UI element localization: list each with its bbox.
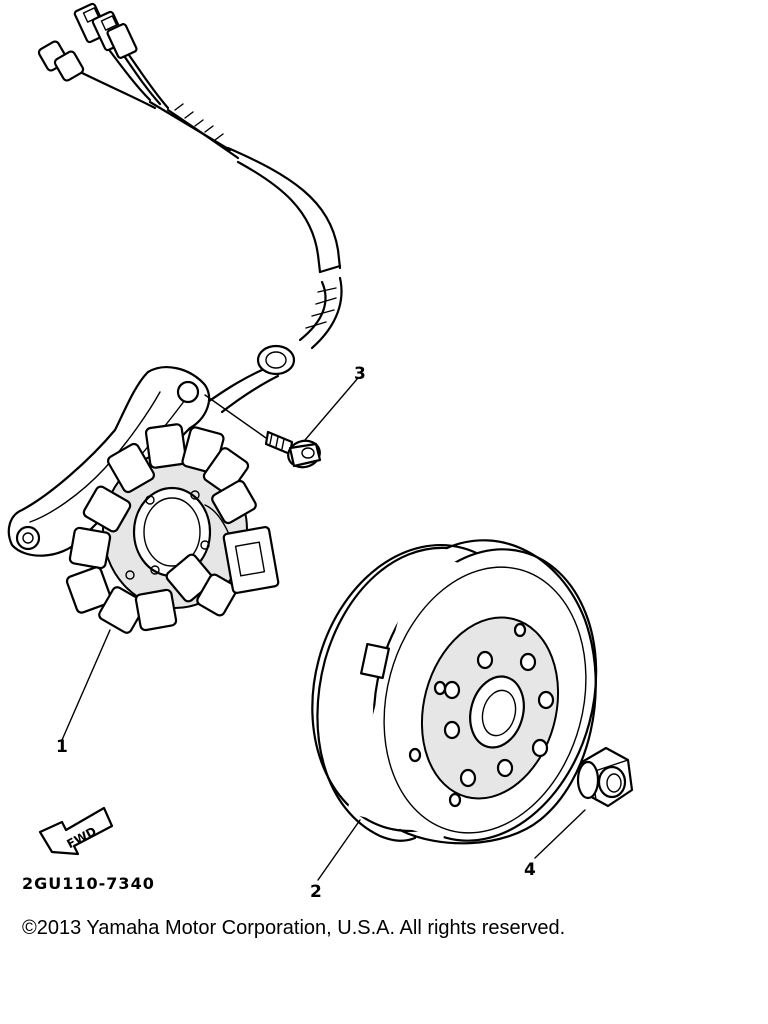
- nut: [576, 746, 634, 808]
- callout-4: 4: [524, 860, 536, 880]
- wire-connector-3: [106, 23, 138, 59]
- flywheel-rotor: [311, 539, 598, 845]
- wire-connector-4: [37, 40, 85, 82]
- callout-1: 1: [56, 737, 68, 757]
- diagram-code: 2GU110-7340: [22, 874, 155, 893]
- callout-3: 3: [354, 364, 366, 384]
- leader-lines: [61, 377, 586, 881]
- forward-arrow-icon: FWD: [38, 806, 114, 856]
- wire-harness: [58, 20, 343, 414]
- bolt: [204, 394, 322, 469]
- callout-2: 2: [310, 882, 322, 902]
- copyright-notice: ©2013 Yamaha Motor Corporation, U.S.A. A…: [22, 917, 566, 939]
- stator-assembly: [7, 366, 280, 634]
